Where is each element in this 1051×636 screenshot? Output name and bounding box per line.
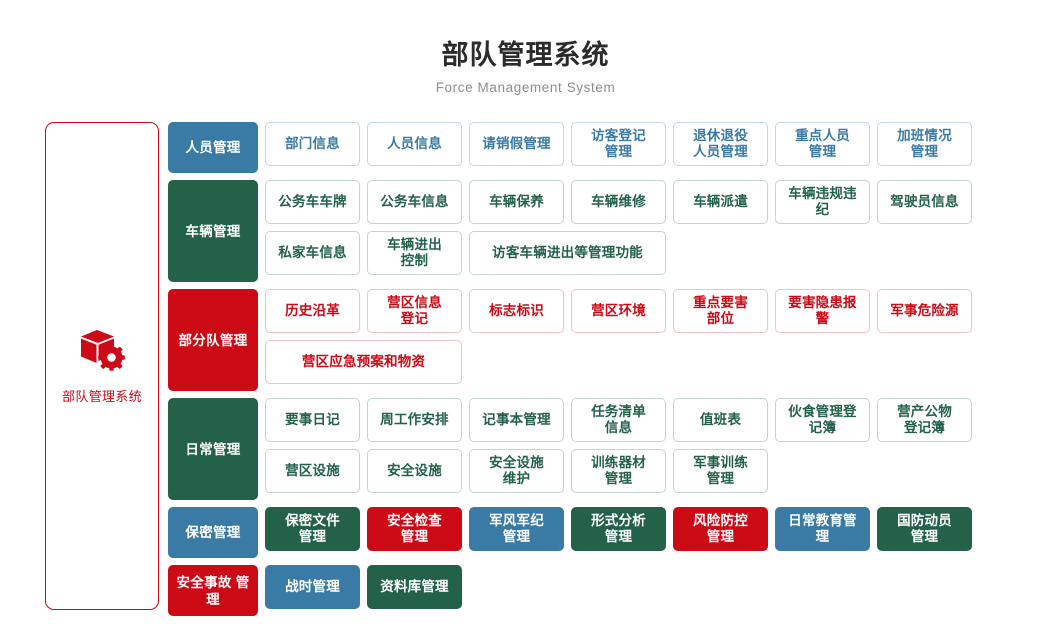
- box-gear-icon: [79, 328, 125, 377]
- module-button[interactable]: 国防动员 管理: [877, 507, 972, 551]
- module-button[interactable]: 日常教育管理: [775, 507, 870, 551]
- module-button[interactable]: 访客登记 管理: [571, 122, 666, 166]
- module-button[interactable]: 训练器材 管理: [571, 449, 666, 493]
- module-groups: 人员管理部门信息人员信息请销假管理访客登记 管理退休退役 人员管理重点人员 管理…: [168, 122, 1051, 616]
- module-item-list: 战时管理资料库管理: [265, 565, 469, 616]
- module-button[interactable]: 伙食管理登记簿: [775, 398, 870, 442]
- module-button[interactable]: 军风军纪 管理: [469, 507, 564, 551]
- module-button[interactable]: 战时管理: [265, 565, 360, 609]
- module-item-list: 公务车车牌公务车信息车辆保养车辆维修车辆派遣车辆违规违纪驾驶员信息私家车信息车辆…: [265, 180, 1051, 282]
- module-button[interactable]: 营区设施: [265, 449, 360, 493]
- module-item-list: 要事日记周工作安排记事本管理任务清单 信息值班表伙食管理登记簿营产公物 登记簿营…: [265, 398, 1051, 500]
- category-button[interactable]: 车辆管理: [168, 180, 258, 282]
- module-button[interactable]: 要事日记: [265, 398, 360, 442]
- module-button[interactable]: 记事本管理: [469, 398, 564, 442]
- module-button[interactable]: 标志标识: [469, 289, 564, 333]
- category-button[interactable]: 人员管理: [168, 122, 258, 173]
- sidebar-brand-label: 部队管理系统: [62, 388, 142, 404]
- module-button[interactable]: 安全检查 管理: [367, 507, 462, 551]
- module-button[interactable]: 请销假管理: [469, 122, 564, 166]
- module-button[interactable]: 部门信息: [265, 122, 360, 166]
- sidebar-brand-panel[interactable]: 部队管理系统: [45, 122, 159, 610]
- module-button[interactable]: 形式分析 管理: [571, 507, 666, 551]
- module-button[interactable]: 车辆派遣: [673, 180, 768, 224]
- module-button[interactable]: 安全设施: [367, 449, 462, 493]
- module-button[interactable]: 车辆保养: [469, 180, 564, 224]
- module-button[interactable]: 私家车信息: [265, 231, 360, 275]
- module-group: 日常管理要事日记周工作安排记事本管理任务清单 信息值班表伙食管理登记簿营产公物 …: [168, 398, 1051, 500]
- page-header: 部队管理系统 Force Management System: [0, 0, 1051, 97]
- module-group: 安全事故 管理战时管理资料库管理: [168, 565, 1051, 616]
- page-title: 部队管理系统: [441, 40, 610, 70]
- module-button[interactable]: 车辆进出 控制: [367, 231, 462, 275]
- module-group: 人员管理部门信息人员信息请销假管理访客登记 管理退休退役 人员管理重点人员 管理…: [168, 122, 1051, 173]
- category-button[interactable]: 安全事故 管理: [168, 565, 258, 616]
- category-button[interactable]: 部分队管理: [168, 289, 258, 391]
- module-button[interactable]: 历史沿革: [265, 289, 360, 333]
- module-item-list: 保密文件 管理安全检查 管理军风军纪 管理形式分析 管理风险防控 管理日常教育管…: [265, 507, 979, 558]
- module-button[interactable]: 周工作安排: [367, 398, 462, 442]
- module-button[interactable]: 公务车车牌: [265, 180, 360, 224]
- module-button[interactable]: 车辆违规违纪: [775, 180, 870, 224]
- module-group: 部分队管理历史沿革营区信息 登记标志标识营区环境重点要害 部位要害隐患报警军事危…: [168, 289, 1051, 391]
- module-button[interactable]: 风险防控 管理: [673, 507, 768, 551]
- module-item-list: 历史沿革营区信息 登记标志标识营区环境重点要害 部位要害隐患报警军事危险源营区应…: [265, 289, 1051, 391]
- module-button[interactable]: 营区环境: [571, 289, 666, 333]
- module-button[interactable]: 退休退役 人员管理: [673, 122, 768, 166]
- module-button[interactable]: 营区信息 登记: [367, 289, 462, 333]
- module-button[interactable]: 任务清单 信息: [571, 398, 666, 442]
- module-button[interactable]: 公务车信息: [367, 180, 462, 224]
- module-button[interactable]: 加班情况 管理: [877, 122, 972, 166]
- module-button[interactable]: 保密文件 管理: [265, 507, 360, 551]
- module-button[interactable]: 资料库管理: [367, 565, 462, 609]
- module-button[interactable]: 车辆维修: [571, 180, 666, 224]
- module-group: 保密管理保密文件 管理安全检查 管理军风军纪 管理形式分析 管理风险防控 管理日…: [168, 507, 1051, 558]
- module-button[interactable]: 军事危险源: [877, 289, 972, 333]
- module-item-list: 部门信息人员信息请销假管理访客登记 管理退休退役 人员管理重点人员 管理加班情况…: [265, 122, 979, 173]
- content-area: 部队管理系统 人员管理部门信息人员信息请销假管理访客登记 管理退休退役 人员管理…: [0, 122, 1051, 616]
- module-button[interactable]: 重点人员 管理: [775, 122, 870, 166]
- module-button[interactable]: 重点要害 部位: [673, 289, 768, 333]
- module-button[interactable]: 营产公物 登记簿: [877, 398, 972, 442]
- module-button[interactable]: 驾驶员信息: [877, 180, 972, 224]
- module-button[interactable]: 营区应急预案和物资: [265, 340, 462, 384]
- category-button[interactable]: 保密管理: [168, 507, 258, 558]
- module-button[interactable]: 安全设施 维护: [469, 449, 564, 493]
- module-button[interactable]: 访客车辆进出等管理功能: [469, 231, 666, 275]
- module-button[interactable]: 人员信息: [367, 122, 462, 166]
- page-subtitle: Force Management System: [435, 80, 616, 95]
- module-button[interactable]: 值班表: [673, 398, 768, 442]
- module-button[interactable]: 要害隐患报警: [775, 289, 870, 333]
- category-button[interactable]: 日常管理: [168, 398, 258, 500]
- module-group: 车辆管理公务车车牌公务车信息车辆保养车辆维修车辆派遣车辆违规违纪驾驶员信息私家车…: [168, 180, 1051, 282]
- module-button[interactable]: 军事训练 管理: [673, 449, 768, 493]
